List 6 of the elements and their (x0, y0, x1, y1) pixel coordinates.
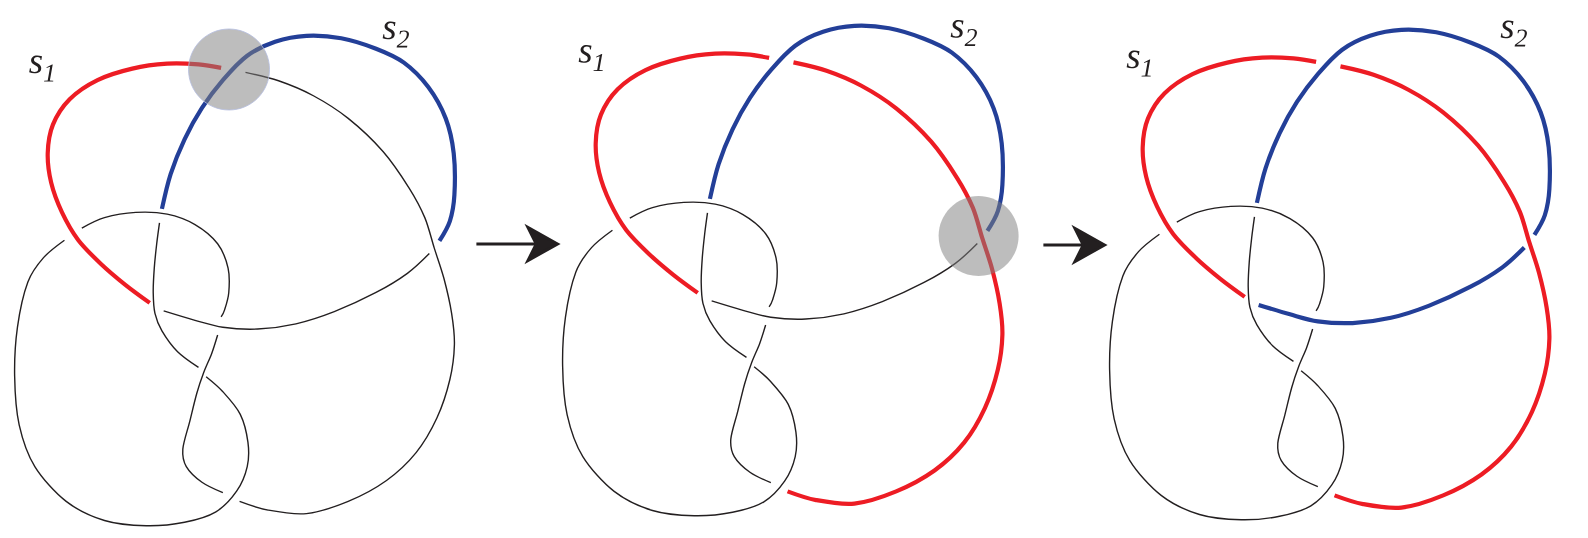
strand-label: s$_{1}$ (1126, 50, 1151, 77)
strand-label: s$_{2}$ (1500, 20, 1527, 47)
strand-label: s$_{2}$ (382, 21, 409, 48)
strand-label: s$_{1}$ (578, 45, 603, 72)
strand-label: s$_{1}$ (29, 55, 54, 82)
strand-label: s$_{2}$ (950, 20, 977, 47)
